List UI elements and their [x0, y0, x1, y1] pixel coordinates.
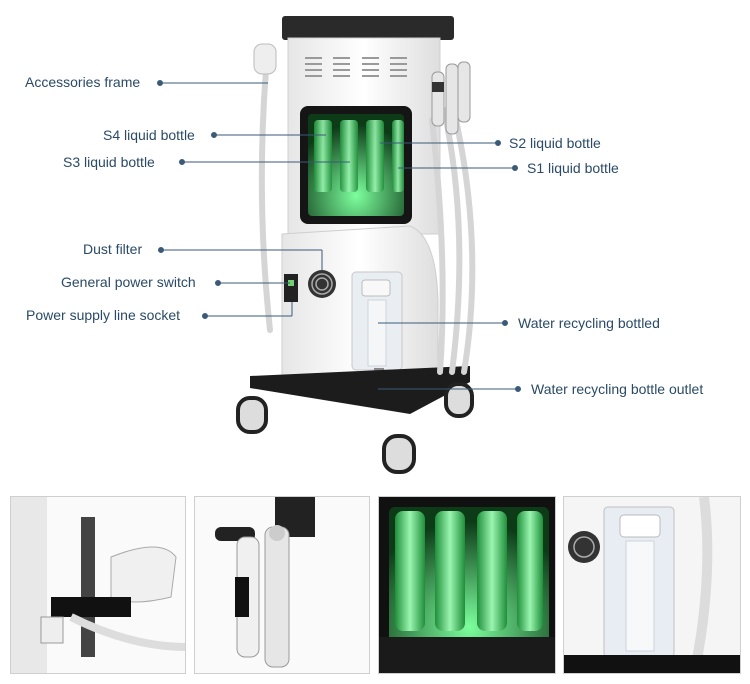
- top-lid: [282, 16, 454, 40]
- thumbnail-water-recycling: [563, 496, 741, 674]
- power-switch-panel: [284, 274, 298, 302]
- label-water-recycling-bottled: Water recycling bottled: [518, 315, 660, 331]
- label-s4-liquid-bottle: S4 liquid bottle: [103, 127, 195, 143]
- label-water-recycling-bottle-outlet: Water recycling bottle outlet: [531, 381, 704, 397]
- label-accessories-frame: Accessories frame: [25, 74, 141, 90]
- wheels: [236, 382, 474, 474]
- thumbnail-liquid-bottles: [378, 496, 556, 674]
- leader-lines: [157, 80, 521, 392]
- label-s3-liquid-bottle: S3 liquid bottle: [63, 154, 155, 170]
- label-s2-liquid-bottle: S2 liquid bottle: [509, 135, 601, 151]
- thumbnail-handpieces: [194, 496, 370, 674]
- machine-illustration: [157, 16, 521, 474]
- vent-grilles: [305, 57, 407, 77]
- handpiece-hoses: [258, 67, 476, 375]
- thumbnail-handpiece-holder: [10, 496, 186, 674]
- label-power-supply-line-socket: Power supply line socket: [26, 307, 181, 323]
- label-s1-liquid-bottle: S1 liquid bottle: [527, 160, 619, 176]
- label-general-power-switch: General power switch: [61, 274, 196, 290]
- base: [250, 366, 470, 414]
- liquid-bottles: [314, 120, 404, 192]
- label-dust-filter: Dust filter: [83, 241, 143, 257]
- handpieces: [253, 43, 471, 135]
